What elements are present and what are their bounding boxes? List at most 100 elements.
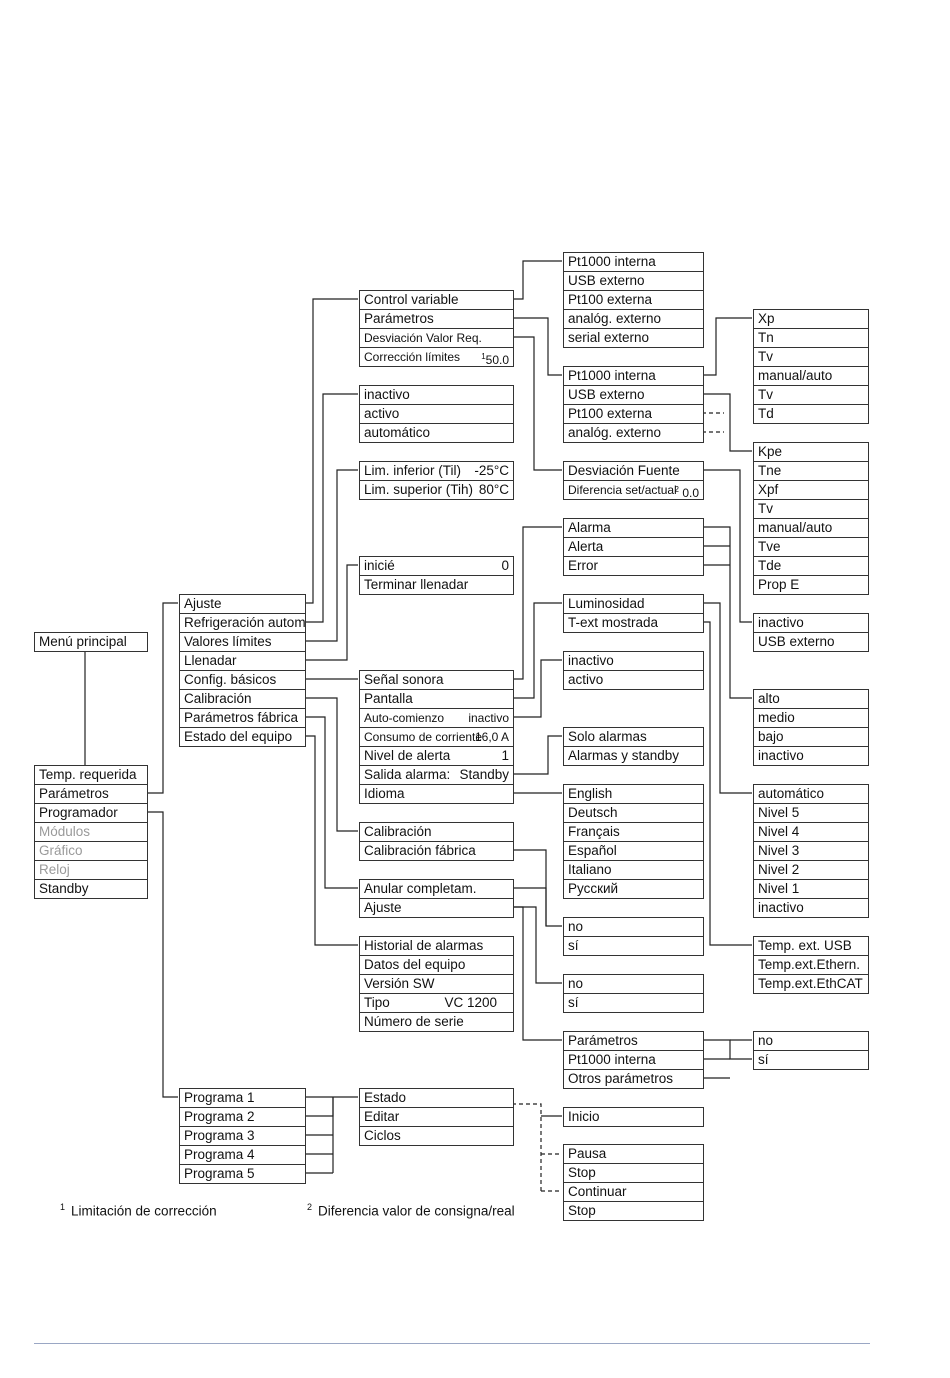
cv-item-analog[interactable]: analóg. externo: [564, 310, 703, 329]
cfg-item-auto-comienzo[interactable]: Auto-comienzo inactivo: [360, 709, 513, 728]
root-item-parametros[interactable]: Parámetros: [35, 785, 147, 804]
ep-item-xpf[interactable]: Xpf: [754, 481, 868, 500]
lang-item-deutsch[interactable]: Deutsch: [564, 804, 703, 823]
br-item-nivel-4[interactable]: Nivel 4: [754, 823, 868, 842]
ip-item-td[interactable]: Td: [758, 406, 774, 421]
pg-item-editar[interactable]: Editar: [360, 1108, 513, 1127]
snd-item-inactivo[interactable]: inactivo: [758, 748, 804, 763]
pg-item-estado[interactable]: Estado: [360, 1089, 513, 1108]
param-item-config-basicos[interactable]: Config. básicos: [180, 671, 305, 690]
est-item-serie[interactable]: Número de serie: [360, 1013, 513, 1031]
fa-item-pt1000[interactable]: Pt1000 interna: [564, 1051, 703, 1070]
est-item-datos[interactable]: Datos del equipo: [360, 956, 513, 975]
cf-item-no[interactable]: no: [564, 918, 703, 937]
lang-item-espanol[interactable]: Español: [564, 842, 703, 861]
ep-item-prop-e[interactable]: Prop E: [758, 577, 800, 592]
st-item-stop[interactable]: Stop: [564, 1164, 703, 1183]
ps-item-pt100[interactable]: Pt100 externa: [564, 405, 703, 424]
lang-item-russian[interactable]: Русский: [568, 881, 619, 896]
refr-item-automatico[interactable]: automático: [364, 425, 431, 440]
fa-item-parametros[interactable]: Parámetros: [564, 1032, 703, 1051]
ts-item-ethernet[interactable]: Temp.ext.Ethern.: [754, 956, 868, 975]
est-item-tipo[interactable]: Tipo VC 1200: [360, 994, 513, 1013]
cfg-item-senal-sonora[interactable]: Señal sonora: [360, 671, 513, 690]
cal-item-calibracion-fabrica[interactable]: Calibración fábrica: [364, 843, 476, 858]
sa-item-alarmas-standby[interactable]: Alarmas y standby: [568, 748, 680, 763]
pant-item-text-mostrada[interactable]: T-ext mostrada: [568, 615, 659, 630]
al-item-alarma[interactable]: Alarma: [564, 519, 703, 538]
br-item-nivel-5[interactable]: Nivel 5: [754, 804, 868, 823]
br-item-nivel-1[interactable]: Nivel 1: [754, 880, 868, 899]
refr-item-inactivo[interactable]: inactivo: [360, 386, 513, 405]
ep-item-tde[interactable]: Tde: [754, 557, 868, 576]
lang-item-francais[interactable]: Français: [564, 823, 703, 842]
desv-item-diferencia[interactable]: Diferencia set/actual 2 0.0: [564, 481, 703, 499]
snd-item-bajo[interactable]: bajo: [754, 728, 868, 747]
ep-item-kpe[interactable]: Kpe: [754, 443, 868, 462]
ac-item-activo[interactable]: activo: [568, 672, 604, 687]
lang-item-italiano[interactable]: Italiano: [564, 861, 703, 880]
est-item-version[interactable]: Versión SW: [360, 975, 513, 994]
ep-item-manual-auto[interactable]: manual/auto: [754, 519, 868, 538]
ac-item-inactivo[interactable]: inactivo: [564, 652, 703, 671]
br-item-nivel-3[interactable]: Nivel 3: [754, 842, 868, 861]
cv-item-pt1000[interactable]: Pt1000 interna: [564, 253, 703, 272]
cfg-item-salida-alarma[interactable]: Salida alarma: Standby: [360, 766, 513, 785]
param-item-ajuste[interactable]: Ajuste: [180, 595, 305, 614]
llen-item-terminar[interactable]: Terminar llenadar: [360, 576, 513, 594]
ds-item-usb[interactable]: USB externo: [758, 634, 835, 649]
llen-item-inicie[interactable]: inicié 0: [360, 557, 513, 576]
cf-item-si[interactable]: sí: [568, 938, 579, 953]
ps-item-pt1000[interactable]: Pt1000 interna: [564, 367, 703, 386]
prog-item-2[interactable]: Programa 2: [180, 1108, 305, 1127]
root-item-temp-requerida[interactable]: Temp. requerida: [35, 766, 147, 785]
ip-item-manual-auto[interactable]: manual/auto: [754, 367, 868, 386]
fas-item-no[interactable]: no: [754, 1032, 868, 1051]
prog-item-4[interactable]: Programa 4: [180, 1146, 305, 1165]
an-item-si[interactable]: sí: [568, 995, 579, 1010]
an-item-no[interactable]: no: [564, 975, 703, 994]
cal-item-calibracion[interactable]: Calibración: [360, 823, 513, 842]
br-item-automatico[interactable]: automático: [754, 785, 868, 804]
lang-item-english[interactable]: English: [564, 785, 703, 804]
ts-item-ethercat[interactable]: Temp.ext.EthCAT: [758, 976, 863, 991]
est-item-historial[interactable]: Historial de alarmas: [360, 937, 513, 956]
param-item-estado-equipo[interactable]: Estado del equipo: [184, 729, 293, 744]
ip-item-tn[interactable]: Tn: [754, 329, 868, 348]
ajuste-item-parametros[interactable]: Parámetros: [360, 310, 513, 329]
desv-item-fuente[interactable]: Desviación Fuente: [564, 462, 703, 481]
ep-item-tve[interactable]: Tve: [754, 538, 868, 557]
lim-item-superior[interactable]: Lim. superior (Tih) 80°C: [360, 481, 513, 499]
ip-item-tv-2[interactable]: Tv: [754, 386, 868, 405]
st-item-stop-2[interactable]: Stop: [568, 1203, 596, 1218]
ep-item-tne[interactable]: Tne: [754, 462, 868, 481]
snd-item-alto[interactable]: alto: [754, 690, 868, 709]
fas-item-si[interactable]: sí: [758, 1052, 769, 1067]
ip-item-tv[interactable]: Tv: [754, 348, 868, 367]
cfg-item-nivel-alerta[interactable]: Nivel de alerta 1: [360, 747, 513, 766]
param-item-parametros-fabrica[interactable]: Parámetros fábrica: [180, 709, 305, 728]
ps-item-usb[interactable]: USB externo: [564, 386, 703, 405]
al-item-error[interactable]: Error: [568, 558, 598, 573]
br-item-inactivo[interactable]: inactivo: [758, 900, 804, 915]
pant-item-luminosidad[interactable]: Luminosidad: [564, 595, 703, 614]
ajuste-item-desviacion[interactable]: Desviación Valor Req.: [360, 329, 513, 348]
ep-item-tv[interactable]: Tv: [754, 500, 868, 519]
cfg-item-pantalla[interactable]: Pantalla: [360, 690, 513, 709]
refr-item-activo[interactable]: activo: [360, 405, 513, 424]
root-item-programador[interactable]: Programador: [35, 804, 147, 823]
param-item-refrigeracion[interactable]: Refrigeración autom.: [180, 614, 305, 633]
pg-item-ciclos[interactable]: Ciclos: [364, 1128, 401, 1143]
param-item-llenadar[interactable]: Llenadar: [180, 652, 305, 671]
snd-item-medio[interactable]: medio: [754, 709, 868, 728]
ps-item-analog[interactable]: analóg. externo: [568, 425, 662, 440]
ds-item-inactivo[interactable]: inactivo: [754, 614, 868, 633]
sa-item-solo-alarmas[interactable]: Solo alarmas: [564, 728, 703, 747]
inicio-item[interactable]: Inicio: [568, 1109, 600, 1124]
al-item-alerta[interactable]: Alerta: [564, 538, 703, 557]
cv-item-serial[interactable]: serial externo: [568, 330, 650, 345]
cfg-item-consumo[interactable]: Consumo de corriente 16,0 A: [360, 728, 513, 747]
prog-item-3[interactable]: Programa 3: [180, 1127, 305, 1146]
ajuste-item-control-variable[interactable]: Control variable: [360, 291, 513, 310]
root-item-standby[interactable]: Standby: [39, 881, 89, 896]
